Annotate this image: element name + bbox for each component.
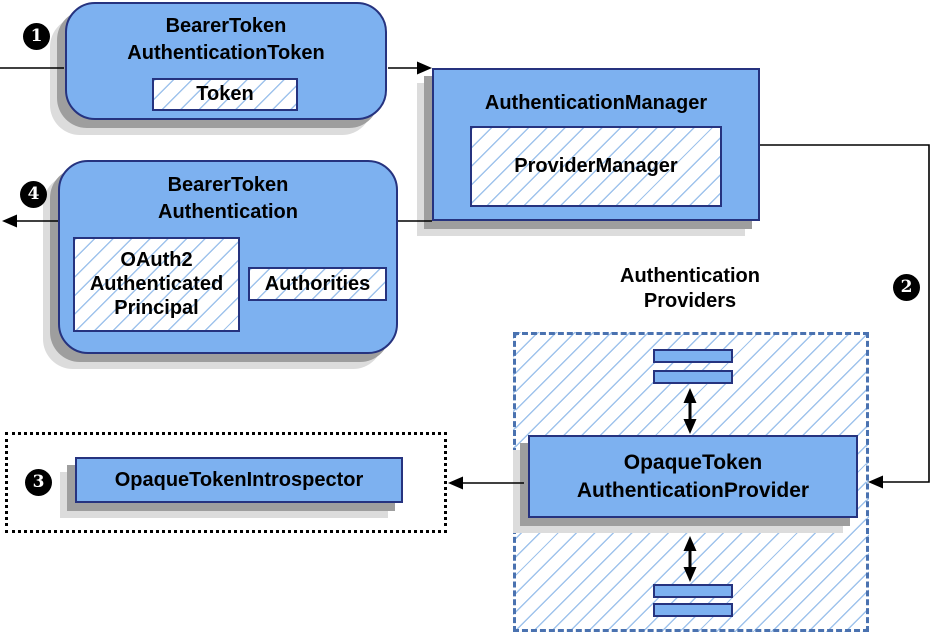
step-4-badge: 4: [20, 181, 47, 208]
node-authentication-manager: AuthenticationManager ProviderManager: [432, 68, 760, 221]
principal-line-1: OAuth2: [120, 249, 193, 271]
node-title: AuthenticationManager: [484, 92, 708, 114]
arrowhead-left-icon: [2, 214, 17, 228]
provider-stub-bar: [653, 584, 733, 598]
principal-line-2: Authenticated: [89, 273, 224, 295]
oauth2-authenticated-principal-box: OAuth2 Authenticated Principal: [73, 237, 240, 332]
title-line-2: AuthenticationProvider: [576, 479, 810, 502]
step-2-badge: 2: [893, 274, 920, 301]
node-opaque-token-introspector: OpaqueTokenIntrospector: [75, 457, 403, 503]
arrowhead-left-icon: [448, 476, 463, 490]
provider-stub-bar: [653, 349, 733, 363]
title-line-1: OpaqueToken: [623, 451, 763, 474]
introspector-dotted-region: OpaqueTokenIntrospector: [5, 432, 447, 533]
node-bearer-token-authentication: BearerToken Authentication OAuth2 Authen…: [58, 160, 398, 354]
title-line-2: Authentication: [158, 201, 298, 223]
arrowhead-left-icon: [868, 475, 883, 489]
title-line-2: AuthenticationToken: [127, 42, 325, 64]
providers-label-line-1: Authentication: [620, 265, 760, 287]
node-title: BearerToken Authentication: [60, 172, 396, 226]
arrowhead-right-icon: [417, 61, 432, 75]
title-line-1: BearerToken: [167, 174, 289, 196]
node-opaque-token-authentication-provider: OpaqueToken AuthenticationProvider: [528, 435, 858, 518]
node-bearer-token-authentication-token: BearerToken AuthenticationToken Token: [65, 2, 387, 120]
providers-label-line-2: Providers: [643, 290, 737, 312]
token-box: Token: [152, 78, 298, 111]
step-3-badge: 3: [25, 469, 52, 496]
authentication-providers-label: Authentication Providers: [560, 264, 820, 314]
principal-line-3: Principal: [114, 297, 199, 319]
provider-stub-bar: [653, 603, 733, 617]
title-line-1: BearerToken: [165, 15, 287, 37]
step-1-badge: 1: [23, 23, 50, 50]
authorities-box: Authorities: [248, 267, 387, 301]
node-title: BearerToken AuthenticationToken: [67, 13, 385, 67]
provider-stub-bar: [653, 370, 733, 384]
provider-manager-box: ProviderManager: [470, 126, 722, 207]
